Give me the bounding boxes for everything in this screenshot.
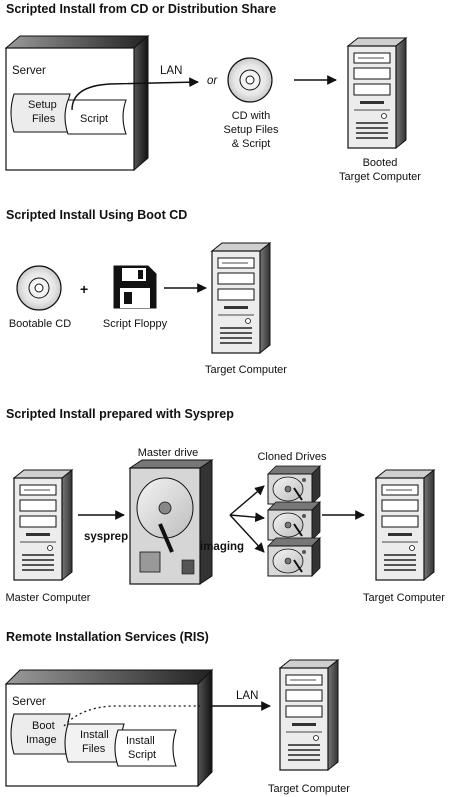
target-computer-sysprep-caption: Target Computer — [363, 592, 445, 604]
target-computer-bootcd-caption: Target Computer — [205, 364, 287, 376]
cloned-drives-caption: Cloned Drives — [257, 451, 327, 463]
cloned-drive-3 — [267, 537, 321, 577]
setup-files-label-line2: Files — [32, 113, 56, 125]
install-files-label-line1: Install — [80, 729, 109, 741]
floppy-icon — [113, 265, 157, 309]
imaging-fan-arrows — [229, 485, 265, 553]
plus-sign: + — [80, 281, 88, 297]
cd-caption-line1: CD with — [232, 110, 271, 122]
target-computer-ris-icon — [279, 659, 339, 771]
lan-arrow-1 — [71, 77, 199, 111]
cloned-drive-2 — [267, 501, 321, 541]
section-title-sysprep: Scripted Install prepared with Sysprep — [6, 407, 234, 421]
cd-caption-line2: Setup Files — [223, 124, 279, 136]
boot-image-label-line2: Image — [26, 734, 57, 746]
master-computer-caption: Master Computer — [6, 592, 91, 604]
boot-image-label-line1: Boot — [32, 720, 55, 732]
booted-target-computer-icon — [347, 37, 407, 149]
script-label: Script — [80, 113, 108, 125]
cd-with-files-icon — [227, 57, 273, 103]
lan-label-1: LAN — [160, 65, 182, 77]
target-computer-ris-caption: Target Computer — [268, 783, 350, 795]
install-script-label-line1: Install — [126, 735, 155, 747]
install-files-label-line2: Files — [82, 743, 106, 755]
target-computer-bootcd-icon — [211, 242, 271, 354]
cloned-drive-1 — [267, 465, 321, 505]
master-drive-caption: Master drive — [138, 447, 199, 459]
script-floppy-caption: Script Floppy — [103, 318, 168, 330]
section-title-cd-share: Scripted Install from CD or Distribution… — [6, 2, 277, 16]
cd-caption-line3: & Script — [232, 138, 271, 150]
master-drive-icon — [128, 459, 214, 585]
section-title-ris: Remote Installation Services (RIS) — [6, 630, 209, 644]
bootable-cd-icon — [16, 265, 62, 311]
server-label: Server — [12, 65, 46, 77]
section-title-boot-cd: Scripted Install Using Boot CD — [6, 208, 188, 222]
bootable-cd-caption: Bootable CD — [9, 318, 71, 330]
booted-target-caption-line2: Target Computer — [339, 171, 421, 183]
master-computer-icon — [13, 469, 73, 581]
ris-dotted-link — [63, 705, 200, 727]
or-label: or — [207, 75, 218, 87]
imaging-label: imaging — [200, 541, 244, 553]
sysprep-label: sysprep — [84, 531, 128, 543]
booted-target-caption-line1: Booted — [363, 157, 398, 169]
target-computer-sysprep-icon — [375, 469, 435, 581]
ris-server-label: Server — [12, 696, 46, 708]
setup-files-label: Setup — [28, 99, 57, 111]
lan-label-ris: LAN — [236, 690, 258, 702]
script-scroll — [64, 99, 127, 135]
install-script-scroll — [114, 729, 177, 767]
install-script-label-line2: Script — [128, 749, 156, 761]
